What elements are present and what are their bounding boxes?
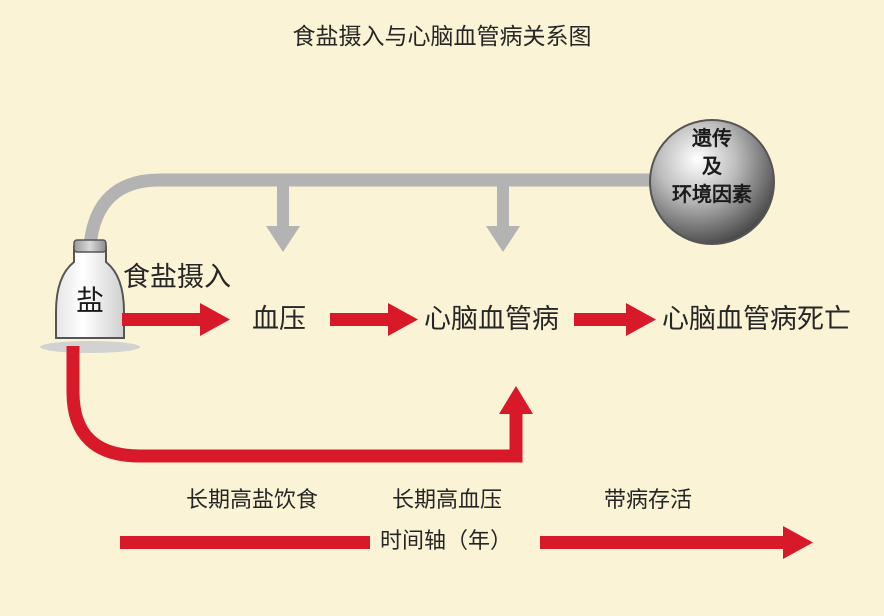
factor-sphere [649, 119, 775, 245]
factor-label-and: 及 [702, 154, 722, 178]
gray-influence-path [83, 173, 668, 247]
gray-arrow-to-cvd [486, 180, 520, 252]
timeline-arrow [120, 526, 813, 559]
cvd-node: 心脑血管病 [424, 304, 559, 335]
red-long-term-path [66, 346, 533, 463]
factor-label-environment: 环境因素 [672, 182, 752, 206]
salt-intake-label: 食盐摄入 [123, 262, 231, 293]
red-arrow-cvd-to-death [574, 303, 656, 336]
diagram-title: 食盐摄入与心脑血管病关系图 [292, 24, 592, 50]
timeline-axis-label: 时间轴（年） [380, 529, 513, 554]
cvd-death-node: 心脑血管病死亡 [662, 304, 851, 335]
blood-pressure-node: 血压 [252, 304, 306, 335]
salt-shaker-icon [40, 239, 140, 353]
timeline-stage-high-salt: 长期高盐饮食 [186, 488, 319, 513]
red-arrow-intake-to-bp [122, 303, 230, 336]
red-arrow-bp-to-cvd [330, 303, 418, 336]
salt-shaker-label: 盐 [76, 284, 105, 317]
timeline-stage-survival: 带病存活 [604, 488, 693, 513]
timeline-stage-hypertension: 长期高血压 [392, 488, 503, 513]
factor-label-genetics: 遗传 [692, 126, 732, 150]
gray-arrow-to-blood-pressure [266, 180, 300, 252]
